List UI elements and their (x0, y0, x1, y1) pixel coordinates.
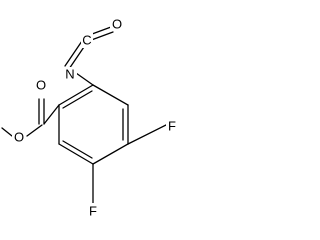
ring-bond-c1-c2 (92, 84, 129, 106)
isocyanate-nitrogen-label: N (65, 67, 74, 82)
benzene-ring (58, 84, 129, 165)
bond-n-c-double-a (68, 43, 87, 70)
atom-labels: O C N O O F F (12, 16, 178, 219)
fluorine-substituents (92, 123, 169, 205)
bond-c1-n (75, 72, 94, 86)
bond-carbonyl-c-ester-o (26, 124, 43, 137)
carbonyl-oxygen-label: O (36, 78, 46, 93)
ring-bond-c3-c4 (92, 143, 129, 165)
methyl-ester-group (1, 98, 60, 137)
fluorine-4-label: F (168, 119, 176, 134)
bond-c2-f4 (127, 123, 169, 145)
bond-ester-o-methyl (1, 127, 13, 137)
ester-oxygen-label: O (14, 130, 24, 145)
ring-bond-c4-c5 (58, 143, 94, 165)
ring-bond-c6-c1-inner (62, 90, 93, 109)
ring-bond-c4-c5-inner (62, 140, 93, 159)
molecule-structure-diagram: O C N O O F F (1, 16, 178, 219)
ring-bond-c6-c1 (58, 84, 94, 106)
bond-n-c-double-b (64, 40, 83, 67)
fluorine-5-label: F (89, 204, 97, 219)
isocyanate-carbon-label: C (82, 33, 91, 48)
bond-c6-carbonyl-c (43, 104, 60, 125)
isocyanate-oxygen-label: O (112, 17, 122, 32)
